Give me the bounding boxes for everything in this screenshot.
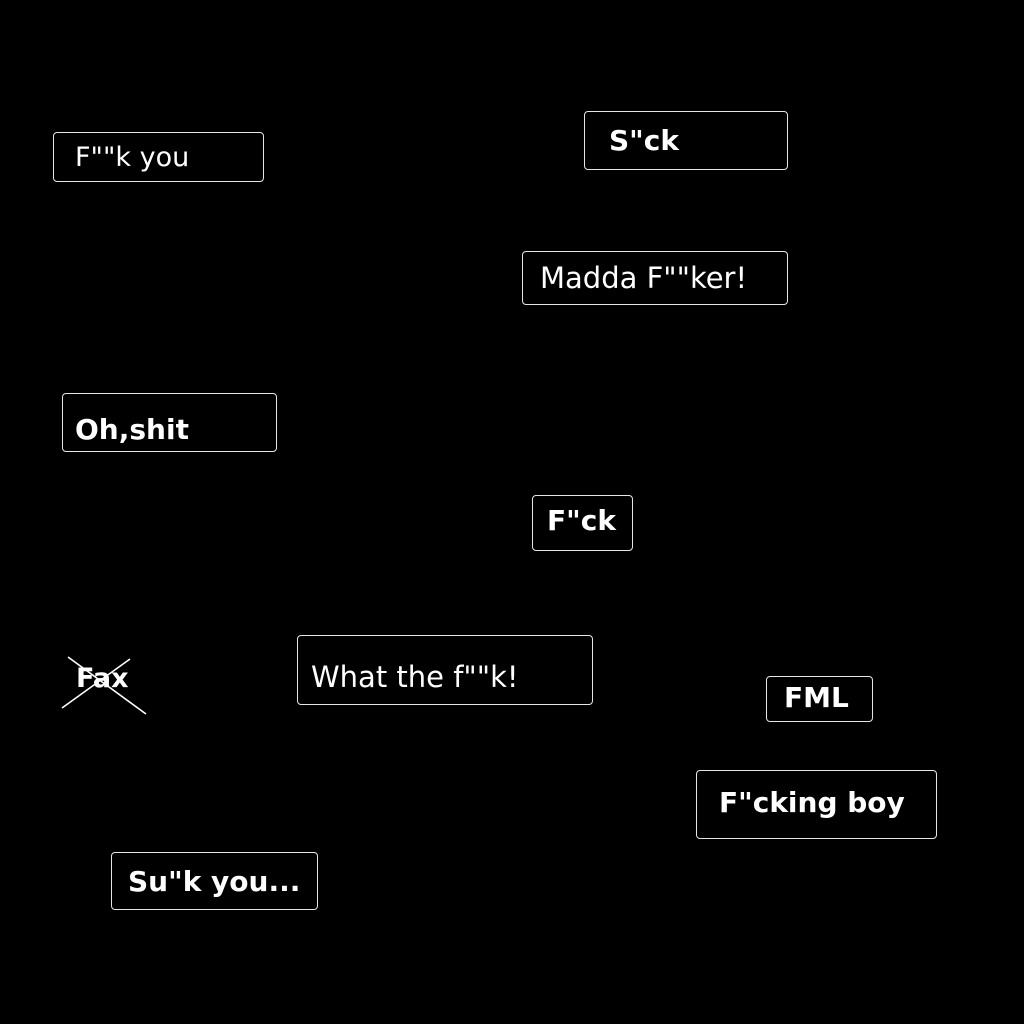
phrase-box-sck: S"ck	[584, 111, 788, 170]
cross-out-icon	[61, 656, 147, 715]
phrase-text: Madda F""ker!	[540, 261, 748, 295]
phrase-text: S"ck	[609, 124, 679, 157]
phrase-box-oh-shit: Oh,shit	[62, 393, 277, 452]
phrase-box-fcking-boy: F"cking boy	[696, 770, 937, 839]
phrase-text: FML	[784, 680, 849, 714]
phrase-text: F"cking boy	[719, 786, 905, 819]
crossed-out-word: Fax	[60, 655, 150, 717]
phrase-text: F"ck	[547, 503, 616, 537]
phrase-box-madda-fker: Madda F""ker!	[522, 251, 788, 305]
phrase-box-what-the-fk: What the f""k!	[297, 635, 593, 705]
phrase-box-suk-you: Su"k you...	[111, 852, 318, 910]
phrase-text: Oh,shit	[75, 413, 189, 446]
phrase-text: Su"k you...	[128, 864, 301, 898]
phrase-box-fk-you: F""k you	[53, 132, 264, 182]
phrase-text: F""k you	[75, 141, 190, 173]
phrase-box-fck: F"ck	[532, 495, 633, 551]
phrase-box-fml: FML	[766, 676, 873, 722]
phrase-text: What the f""k!	[311, 660, 519, 694]
